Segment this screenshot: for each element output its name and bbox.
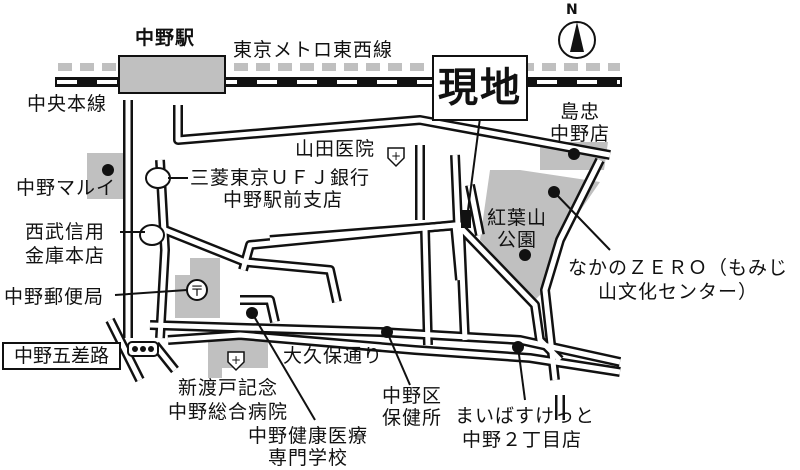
shimachu-label-line1: 島忠 [559,101,600,123]
school-label-line2: 専門学校 [267,447,348,469]
mufg-label-line1: 三菱東京ＵＦＪ銀行 [190,167,371,189]
hospital-label-line1: 新渡戸記念 [178,377,279,399]
post-office-label: 中野郵便局 [4,286,105,308]
seibu-label-line2: 金庫本店 [25,245,106,267]
hospital-icon: + [227,351,245,372]
bank-icon [145,167,171,189]
zero-label-line2: 山文化センター） [598,281,759,303]
park-dot [519,249,531,261]
hospital-icon: + [387,147,405,168]
okubo-street-label: 大久保通り [283,345,384,367]
marui-dot [102,164,114,176]
nakano-station-building [118,55,226,94]
park-label-line2: 公園 [496,229,537,251]
marui-building [87,153,125,199]
svg-text:+: + [391,149,401,163]
school-label-line1: 中野健康医療 [247,425,368,447]
north-label: N [566,2,578,18]
shimachu-label-line2: 中野店 [549,123,610,145]
hospital-label-line2: 中野総合病院 [168,401,289,423]
park-label-line1: 紅葉山 [486,207,547,229]
svg-text:〒: 〒 [190,284,204,300]
intersection-label: 中野五差路 [2,342,121,370]
shimachu-dot [568,148,580,160]
zero-label-line1: なかのＺＥＲＯ（もみじ [568,257,789,279]
station-label: 中野駅 [135,27,196,49]
site-marker [461,210,471,228]
yamada-clinic-label: 山田医院 [295,138,376,160]
park-area [480,170,600,300]
marui-label: 中野マルイ [16,177,117,199]
mufg-label-line2: 中野駅前支店 [223,189,344,211]
hokenjo-label-line1: 中野区 [382,385,443,407]
seibu-label-line1: 西武信用 [25,221,106,243]
svg-text:+: + [231,353,241,367]
site-label: 現地 [432,55,528,121]
hokenjo-label-line2: 保健所 [382,407,443,429]
chuo-line-label: 中央本線 [27,93,108,115]
bank-icon [139,224,165,246]
tozai-line-label: 東京メトロ東西線 [233,39,394,61]
north-compass-icon [558,21,596,59]
maibasket-label-line1: まいばすけっと [455,405,596,427]
maibasket-label-line2: 中野２丁目店 [462,429,583,451]
